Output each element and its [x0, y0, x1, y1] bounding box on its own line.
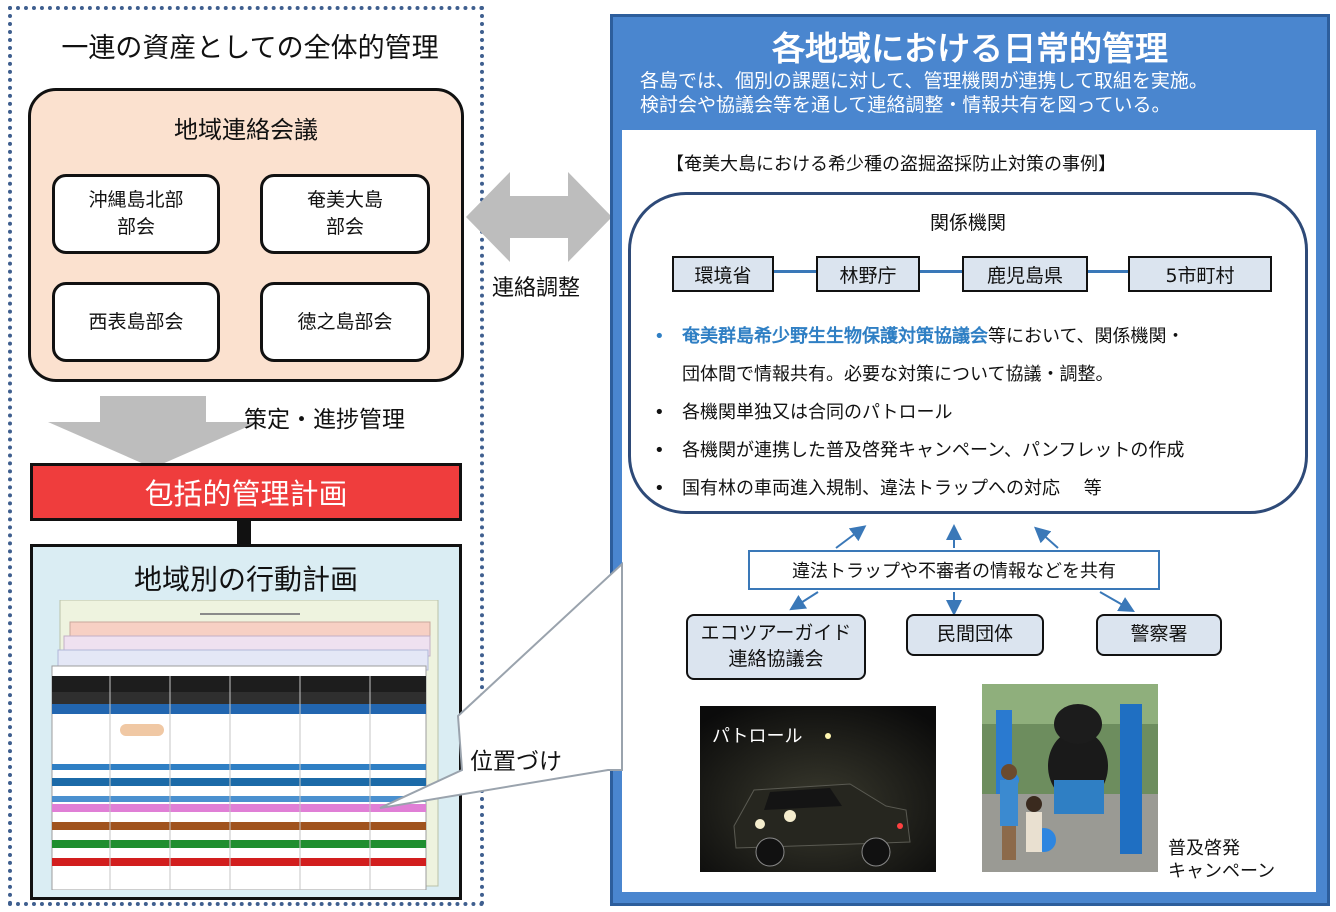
measure-item: 各機関単独又は合同のパトロール: [654, 394, 1294, 432]
measure-item: 国有林の車両進入規制、違法トラップへの対応 等: [654, 470, 1294, 508]
agency-five-municipalities: 5市町村: [1128, 256, 1272, 292]
plan-connector: [237, 521, 251, 545]
stakeholder-police: 警察署: [1096, 614, 1222, 656]
subcouncil-iriomote: 西表島部会: [52, 282, 220, 362]
liaison-label: 連絡調整: [492, 276, 581, 301]
measure-item: 奄美群島希少野生生物保護対策協議会等において、関係機関・団体間で情報共有。必要な…: [654, 318, 1294, 394]
formulate-progress-label: 策定・進捗管理: [244, 407, 405, 433]
comprehensive-plan-label: 包括的管理計画: [144, 477, 348, 511]
campaign-photo-label: 普及啓発 キャンペーン: [1168, 838, 1276, 882]
information-sharing-box: 違法トラップや不審者の情報などを共有: [748, 550, 1160, 590]
positioning-label: 位置づけ: [470, 749, 562, 775]
related-agencies-title: 関係機関: [929, 212, 1006, 234]
overall-management-title: 一連の資産としての全体的管理: [61, 33, 439, 64]
agency-kagoshima-prefecture: 鹿児島県: [962, 256, 1088, 292]
subcouncil-okinawa-north: 沖縄島北部 部会: [52, 174, 220, 254]
campaign-photo: [982, 684, 1158, 872]
regional-council-title: 地域連絡会議: [174, 116, 318, 144]
case-study-title: 【奄美大島における希少種の盗掘盗採防止対策の事例】: [666, 154, 1116, 175]
action-plan-document-image: [51, 600, 439, 890]
subcouncil-tokunoshima: 徳之島部会: [260, 282, 430, 362]
daily-management-title: 各地域における日常的管理: [772, 29, 1168, 68]
measure-text-continued: 団体間で情報共有。必要な対策について協議・調整。: [682, 364, 1114, 385]
down-arrow-icon: [48, 396, 258, 468]
description-line-2: 検討会や協議会等を通して連絡調整・情報共有を図っている。: [640, 93, 1171, 116]
patrol-photo: [700, 706, 936, 872]
council-name-highlight: 奄美群島希少野生生物保護対策協議会: [682, 326, 988, 347]
stakeholder-ecotour-guide-council: エコツアーガイド 連絡協議会: [686, 614, 866, 680]
patrol-photo-label: パトロール: [712, 726, 803, 747]
measures-list: 奄美群島希少野生生物保護対策協議会等において、関係機関・団体間で情報共有。必要な…: [654, 318, 1294, 508]
agency-environment-ministry: 環境省: [672, 256, 774, 292]
subcouncil-amami-oshima: 奄美大島 部会: [260, 174, 430, 254]
agency-forestry-agency: 林野庁: [816, 256, 920, 292]
measure-item: 各機関が連携した普及啓発キャンペーン、パンフレットの作成: [654, 432, 1294, 470]
description-line-1: 各島では、個別の課題に対して、管理機関が連携して取組を実施。: [640, 70, 1208, 92]
comprehensive-plan-bar: 包括的管理計画: [30, 463, 462, 521]
double-arrow-icon: [466, 172, 612, 262]
stakeholder-private-groups: 民間団体: [906, 614, 1044, 656]
regional-action-plan-title: 地域別の行動計画: [133, 563, 358, 596]
measure-text: 等において、関係機関・: [988, 326, 1185, 347]
overall-management-panel: [8, 6, 484, 906]
daily-management-description: 各島では、個別の課題に対して、管理機関が連携して取組を実施。 検討会や協議会等を…: [640, 70, 1330, 118]
